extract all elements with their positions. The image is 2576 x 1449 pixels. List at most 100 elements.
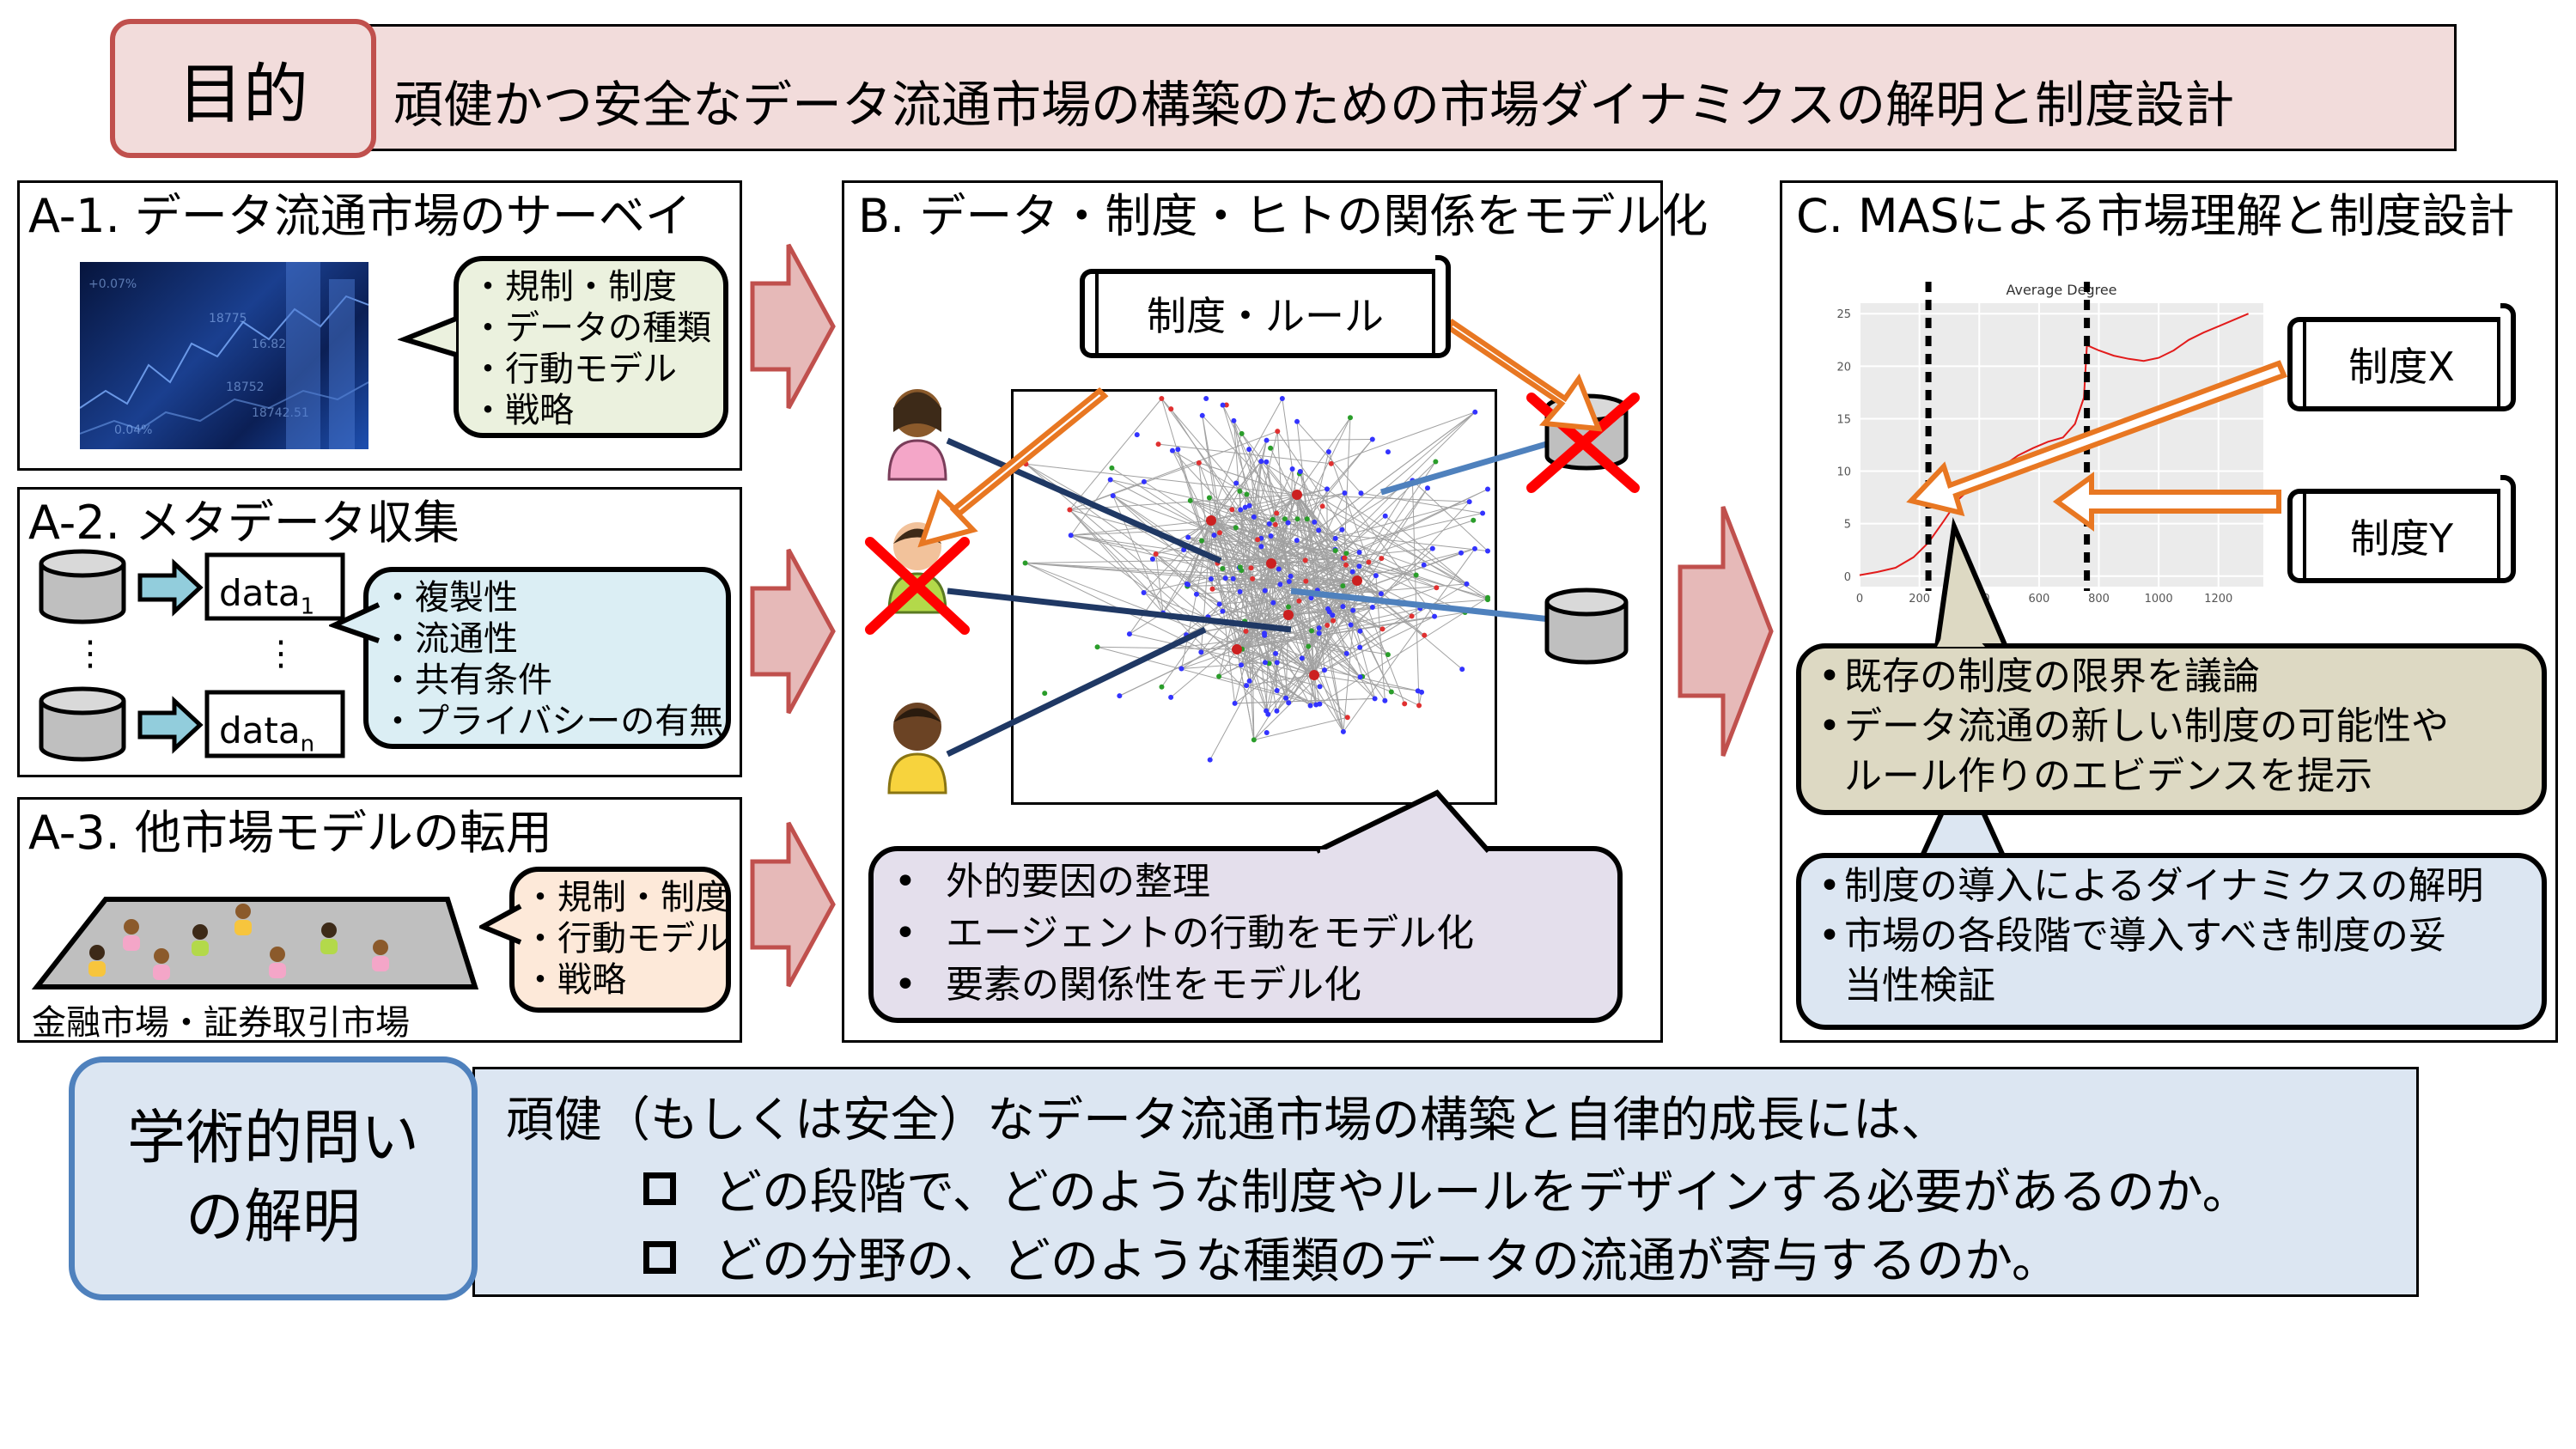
network-node <box>1342 490 1348 496</box>
network-node <box>1357 644 1363 650</box>
network-edge <box>1385 515 1467 585</box>
network-node <box>1268 445 1274 451</box>
a1-item-list: ・規制・制度 ・データの種類 ・行動モデル ・戦略 <box>471 266 711 431</box>
network-node <box>1294 516 1300 522</box>
svg-text:18752: 18752 <box>226 381 265 394</box>
network-node <box>1250 575 1256 581</box>
network-node <box>1237 564 1243 570</box>
chart-series-line <box>1859 313 2249 576</box>
network-node <box>1149 556 1155 562</box>
network-node <box>1231 417 1237 423</box>
network-edge <box>1025 563 1317 705</box>
network-node <box>1196 460 1202 466</box>
network-edge <box>1112 495 1382 594</box>
orange-arrow-icon <box>1444 318 1603 432</box>
network-edge <box>1155 553 1315 676</box>
network-node <box>1109 465 1115 471</box>
network-node <box>1309 628 1315 634</box>
network-node <box>1466 499 1472 505</box>
panel-b-title: B. データ・制度・ヒトの関係をモデル化 <box>858 189 1708 243</box>
network-edge <box>1155 553 1164 613</box>
network-node <box>1251 514 1257 520</box>
data-label: data <box>219 709 301 752</box>
network-node <box>1316 630 1322 636</box>
network-edge <box>1240 519 1298 666</box>
network-edge <box>1233 420 1241 510</box>
data-label: data <box>219 572 301 614</box>
network-node <box>1485 597 1490 603</box>
chart-ytick-label: 0 <box>1844 571 1851 584</box>
network-node <box>1409 613 1415 619</box>
network-node <box>1198 649 1204 655</box>
svg-text:+0.07%: +0.07% <box>88 277 137 291</box>
network-node <box>1107 477 1113 483</box>
network-edge <box>1241 461 1436 650</box>
network-node <box>1349 569 1355 575</box>
chart-xtick-label: 800 <box>2088 593 2110 606</box>
a2-bubble: ・複製性 ・流通性 ・共有条件 ・プライバシーの有無 <box>363 567 731 749</box>
network-node <box>1274 708 1280 714</box>
network-node <box>1343 562 1349 568</box>
network-graph <box>1022 396 1490 763</box>
network-edge <box>1246 674 1315 686</box>
rule-scroll: 制度・ルール <box>1080 255 1451 358</box>
network-edge <box>1186 583 1315 676</box>
network-edge <box>1356 580 1463 670</box>
network-edge <box>1249 440 1268 506</box>
network-node <box>1155 441 1161 447</box>
network-edge <box>1236 648 1277 663</box>
network-edge <box>1210 520 1334 621</box>
network-node <box>1296 598 1302 604</box>
network-node <box>1286 604 1292 610</box>
network-node <box>1350 607 1356 613</box>
network-edge <box>1236 417 1351 650</box>
a3-item-list: ・規制・制度 ・行動モデル ・戦略 <box>523 877 729 1001</box>
network-node <box>1433 459 1439 465</box>
network-node <box>1222 575 1228 581</box>
academic-label-box: 学術的問い の解明 <box>69 1056 478 1300</box>
network-edge <box>1069 509 1267 711</box>
a2-flow-graphic <box>39 549 345 762</box>
person-icon <box>887 389 947 481</box>
data-subscript: n <box>300 731 315 758</box>
network-node <box>1282 516 1288 522</box>
network-edge <box>1288 522 1437 588</box>
network-node <box>1332 547 1338 553</box>
network-node <box>1220 565 1226 571</box>
network-edge <box>1313 674 1349 718</box>
panel-b: B. データ・制度・ヒトの関係をモデル化 <box>842 180 1708 1043</box>
network-edge <box>1129 633 1315 676</box>
network-edge <box>1260 460 1489 600</box>
a1-item: ・規制・制度 <box>471 267 677 307</box>
network-node <box>1340 583 1346 589</box>
panel-c: C. MASによる市場理解と制度設計 051015202502004006008… <box>1780 180 2558 1043</box>
b-bullet: •エージェントの行動をモデル化 <box>894 911 1475 955</box>
network-edge <box>1069 494 1298 511</box>
panel-a2-title: A-2. メタデータ収集 <box>28 496 460 550</box>
network-edge <box>1236 575 1292 650</box>
c-lower-bullet: •市場の各段階で導入すべき制度の妥 当性検証 <box>1818 914 2446 1008</box>
panel-a2: A-2. メタデータ収集 data1 datan ⋮ ⋮ ・複製性 ・流通性 ・… <box>17 487 742 777</box>
academic-line-1: 頑健（もしくは安全）なデータ流通市場の構築と自律的成長には、 <box>506 1093 1949 1148</box>
network-node <box>1471 517 1477 523</box>
network-node <box>1266 521 1272 527</box>
network-node <box>1297 468 1303 474</box>
network-edge <box>1210 488 1328 521</box>
network-edge <box>1288 552 1462 616</box>
network-node <box>1141 478 1147 484</box>
network-node <box>1302 557 1308 563</box>
network-node <box>1199 412 1205 418</box>
network-node <box>1340 728 1346 734</box>
network-node <box>1159 684 1165 690</box>
data-box-last: datan <box>219 709 314 757</box>
network-node <box>1185 534 1191 540</box>
network-node <box>1471 545 1477 551</box>
network-edge <box>1236 461 1262 650</box>
big-arrow-right-icon <box>750 821 836 988</box>
network-edge <box>1269 494 1298 562</box>
network-node <box>1421 562 1427 568</box>
network-edge <box>1313 674 1418 691</box>
network-edge <box>1328 451 1369 563</box>
b-to-c-arrow <box>1678 506 1774 757</box>
network-node <box>1168 406 1174 412</box>
